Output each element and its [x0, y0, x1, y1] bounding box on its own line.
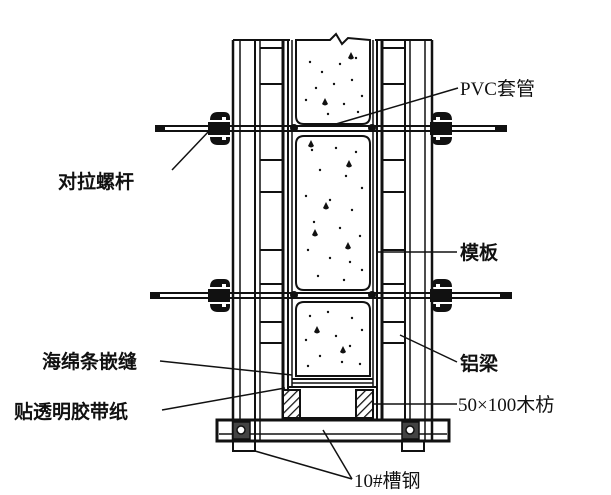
clamp-left-upper [210, 112, 230, 145]
leader-tape [161, 387, 286, 411]
leader-tie-rod [171, 129, 211, 171]
left-formwork-panel [281, 40, 293, 420]
label-aluminum-beam: 铝梁 [460, 352, 499, 375]
aggregate-texture [304, 52, 364, 368]
label-formwork: 模板 [460, 241, 499, 264]
right-aluminum-beam [375, 39, 434, 442]
sponge-strip-joint [288, 378, 377, 388]
timber-blocks [282, 389, 374, 419]
timber-block-right [355, 389, 374, 419]
tie-rod-upper [155, 112, 507, 145]
leader-lines [159, 87, 459, 480]
concrete-wall [295, 32, 371, 377]
clamp-left-lower [210, 279, 230, 312]
label-timber: 50×100木枋 [458, 394, 554, 416]
leader-channel-steel-b [322, 429, 353, 480]
label-sponge-strip: 海绵条嵌缝 [42, 350, 137, 373]
leader-aluminum-beam [399, 334, 458, 363]
label-pvc-sleeve: PVC套管 [460, 78, 535, 100]
channel-steel [215, 418, 451, 452]
clamp-right-lower [432, 279, 452, 312]
tie-rod-lower [150, 279, 512, 312]
leader-sponge-strip [159, 360, 293, 376]
label-tie-rod: 对拉螺杆 [58, 170, 134, 193]
label-tape: 贴透明胶带纸 [14, 400, 128, 423]
leader-pvc-sleeve [335, 87, 459, 125]
leader-channel-steel-a [254, 450, 353, 480]
clamp-right-upper [432, 112, 452, 145]
label-channel-steel: 10#槽钢 [354, 470, 421, 492]
timber-block-left [282, 389, 301, 419]
left-aluminum-beam [231, 39, 290, 442]
right-formwork-panel [372, 40, 384, 420]
